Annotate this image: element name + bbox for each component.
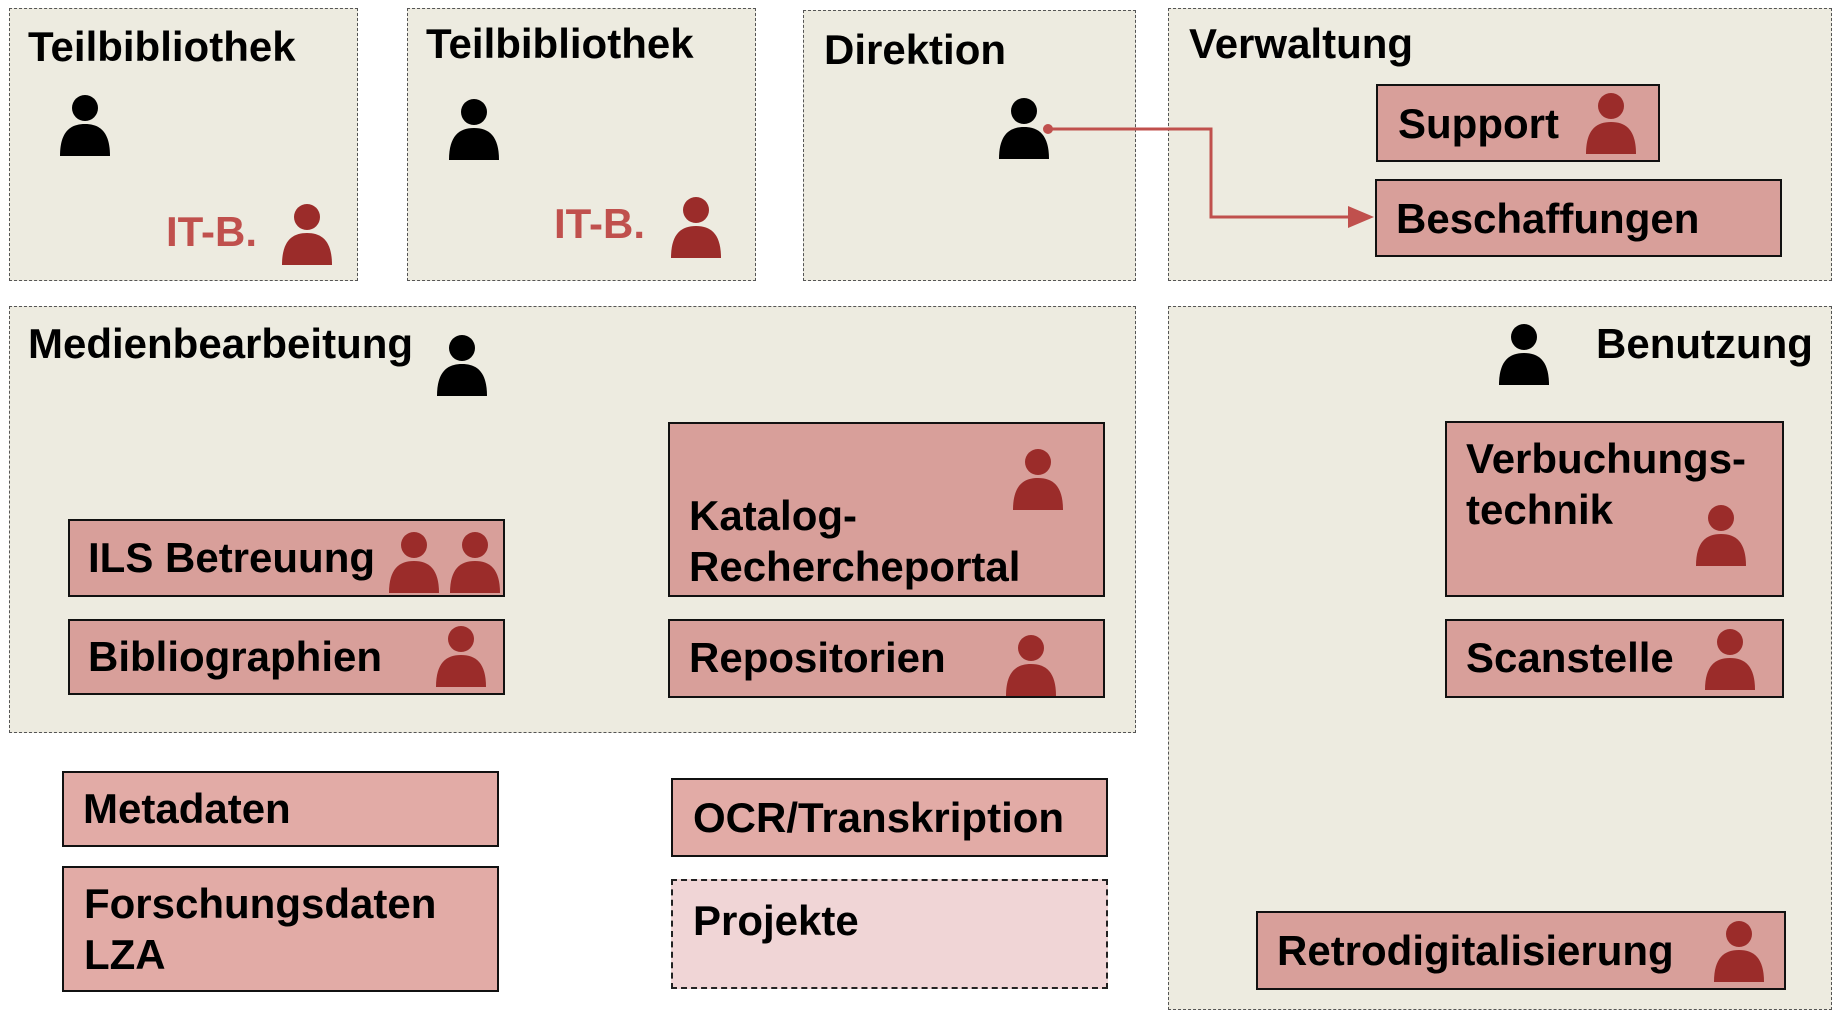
it-b-label: IT-B.: [554, 200, 645, 247]
unit-label-line-2: Rechercheportal: [689, 543, 1021, 590]
unit-bibliographien: Bibliographien: [68, 619, 505, 695]
unit-forschungsdaten-lza: Forschungsdaten LZA: [62, 866, 499, 992]
unit-label-line-1: Katalog-: [689, 492, 857, 539]
unit-label: Beschaffungen: [1396, 195, 1700, 242]
unit-verbuchungstechnik: Verbuchungs- technik: [1445, 421, 1784, 597]
person-icon: [1696, 505, 1746, 566]
unit-label-line-2: LZA: [84, 931, 166, 978]
unit-label-line-1: Verbuchungs-: [1466, 435, 1747, 482]
unit-label-line-1: Forschungsdaten: [84, 880, 437, 927]
person-icon: [60, 95, 110, 156]
person-icon: [1013, 449, 1063, 510]
person-icon: [1586, 93, 1636, 154]
unit-label-line-2: technik: [1466, 486, 1614, 533]
unit-label: Support: [1398, 100, 1559, 147]
unit-retrodigitalisierung: Retrodigitalisierung: [1256, 911, 1786, 990]
person-icon: [436, 626, 486, 687]
area-title: Teilbibliothek: [28, 23, 296, 70]
unit-label: Retrodigitalisierung: [1277, 927, 1674, 974]
area-title: Verwaltung: [1189, 20, 1414, 67]
unit-label: Projekte: [693, 897, 859, 944]
unit-label: Metadaten: [83, 785, 291, 832]
unit-ocr-transkription: OCR/Transkription: [671, 778, 1108, 857]
unit-label: Repositorien: [689, 634, 946, 681]
person-icon: [449, 99, 499, 160]
unit-ils-betreuung: ILS Betreuung: [68, 519, 505, 597]
unit-beschaffungen: Beschaffungen: [1375, 179, 1782, 257]
area-title: Benutzung: [1596, 320, 1813, 367]
person-icon: [437, 335, 487, 396]
unit-label: ILS Betreuung: [88, 534, 376, 581]
unit-label: Bibliographien: [88, 633, 382, 680]
person-icon: [389, 532, 439, 593]
person-icon: [282, 204, 332, 265]
person-icon: [1714, 921, 1764, 982]
area-direktion: Direktion: [803, 10, 1136, 281]
person-icon: [999, 98, 1049, 159]
person-icon: [1499, 324, 1549, 385]
person-icon: [450, 532, 500, 593]
person-icon: [1705, 629, 1755, 690]
area-title: Medienbearbeitung: [28, 320, 414, 367]
person-icon: [671, 197, 721, 258]
it-b-label: IT-B.: [166, 208, 257, 255]
unit-projekte: Projekte: [671, 879, 1108, 989]
unit-metadaten: Metadaten: [62, 771, 499, 847]
unit-label: Scanstelle: [1466, 634, 1674, 681]
unit-label: OCR/Transkription: [693, 794, 1065, 841]
area-title: Direktion: [824, 26, 1007, 73]
person-icon: [1006, 635, 1056, 696]
area-title: Teilbibliothek: [426, 20, 694, 67]
